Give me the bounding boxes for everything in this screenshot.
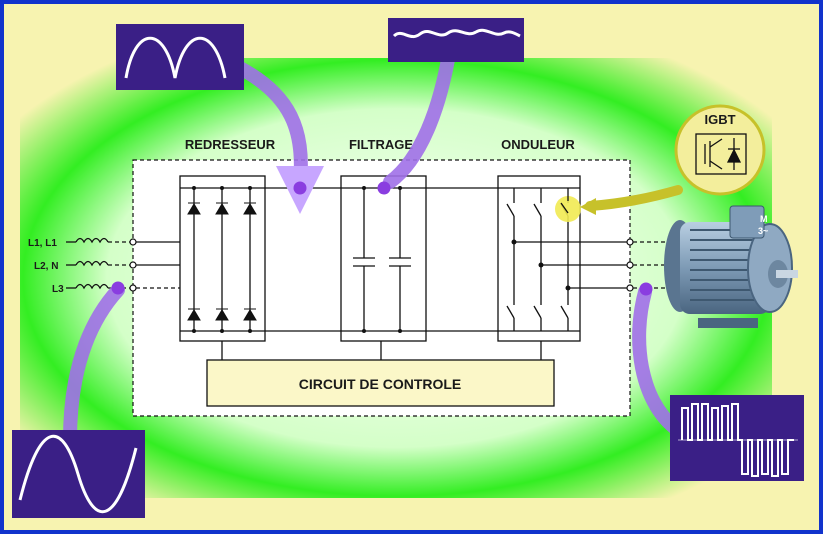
waveform-pointers <box>63 41 682 447</box>
section-title-filter: FILTRAGE <box>349 137 413 152</box>
igbt-highlight <box>555 196 581 222</box>
pwm-wave-thumbnail <box>670 395 804 481</box>
igbt-bubble <box>674 104 766 196</box>
rectifier-diodes <box>187 202 257 321</box>
motor-label-m: M <box>760 214 768 224</box>
igbt-callout: IGBT <box>555 104 766 222</box>
input-label-l2: L2, N <box>34 261 58 272</box>
igbt-symbol-icon <box>695 133 747 175</box>
rectifier-block <box>179 175 266 342</box>
rectifier-output-marker <box>293 181 307 195</box>
sine-wave-icon <box>18 434 138 514</box>
sine-wave-thumbnail <box>12 430 145 518</box>
control-block-group: CIRCUIT DE CONTROLE <box>206 341 555 407</box>
control-block <box>206 359 555 407</box>
rectified-wave-thumbnail <box>116 24 244 90</box>
filtered-dc-wave-icon <box>392 28 521 39</box>
filter-output-marker <box>377 181 391 195</box>
input-inductors <box>66 237 133 290</box>
motor-label-phase: 3~ <box>758 226 768 236</box>
input-label-l1: L1, L1 <box>28 238 57 249</box>
rectified-wave-icon <box>124 36 227 79</box>
output-marker <box>639 282 653 296</box>
igbt-label: IGBT <box>704 112 735 127</box>
control-block-label: CIRCUIT DE CONTROLE <box>299 376 462 392</box>
input-label-l3: L3 <box>52 284 64 295</box>
input-marker <box>111 281 125 295</box>
section-title-rectifier: REDRESSEUR <box>185 137 276 152</box>
motor-icon: M 3~ <box>664 205 798 328</box>
section-title-inverter: ONDULEUR <box>501 137 575 152</box>
filter-block <box>340 175 427 342</box>
filtered-dc-thumbnail <box>388 18 524 62</box>
